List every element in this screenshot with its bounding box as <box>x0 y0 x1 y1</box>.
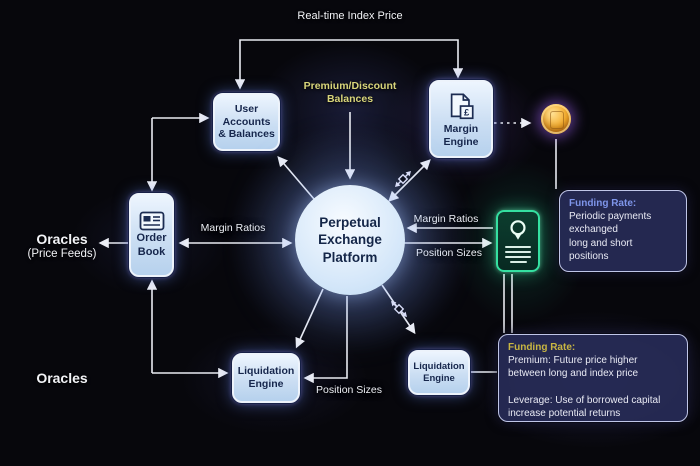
ticket-text-bars <box>505 245 531 264</box>
location-pin-ticket-icon <box>496 210 540 272</box>
label-margin-ratios-right: Margin Ratios <box>413 213 479 225</box>
info-funding-rate-mid: Funding Rate: Periodic payments exchange… <box>559 190 687 272</box>
location-pin-icon <box>510 219 526 240</box>
svg-text:£: £ <box>464 108 470 118</box>
liquidation-engine-right-label: Liquidation Engine <box>413 360 465 384</box>
edge-center-margin-engine-down <box>388 181 409 202</box>
node-perpetual-exchange-platform: Perpetual Exchange Platform <box>295 185 405 295</box>
oracles-bottom-title: Oracles <box>36 370 88 386</box>
edge-center-margin-engine-up <box>407 159 431 183</box>
swap-arrows-icon <box>395 171 411 187</box>
label-position-sizes-bottom: Position Sizes <box>316 384 382 396</box>
label-oracles-bottom: Oracles <box>10 370 114 386</box>
label-real-time-index-price: Real-time Index Price <box>297 10 403 22</box>
node-order-book: Order Book <box>129 193 174 277</box>
info-funding-rate-bottom: Funding Rate: Premium: Future price high… <box>498 334 688 422</box>
node-liquidation-engine-left: Liquidation Engine <box>232 353 300 403</box>
gold-coin-icon <box>541 104 571 134</box>
funding-rate-bottom-body: Premium: Future price higher between lon… <box>508 355 661 419</box>
funding-rate-mid-body: Periodic payments exchanged long and sho… <box>569 211 652 262</box>
liquidation-engine-left-label: Liquidation Engine <box>237 365 295 390</box>
node-margin-engine: £ Margin Engine <box>429 80 493 158</box>
edge-center-to-user-accounts <box>277 156 315 200</box>
label-oracles-price-feeds: Oracles (Price Feeds) <box>10 231 114 260</box>
document-currency-icon: £ <box>450 93 474 120</box>
oracles-subtitle: (Price Feeds) <box>27 248 97 260</box>
edge-center-to-liquidation-left-diag <box>295 288 324 349</box>
label-premium-discount-balances: Premium/Discount Balances <box>303 80 397 106</box>
center-label: Perpetual Exchange Platform <box>318 215 382 265</box>
newspaper-icon <box>139 211 164 231</box>
order-book-label: Order Book <box>136 232 167 258</box>
funding-rate-bottom-title: Funding Rate: <box>508 342 576 353</box>
edge-index-to-margin-engine <box>350 39 464 79</box>
swap-arrows-icon <box>391 301 407 317</box>
edge-center-to-liquidation-left-elbow <box>303 296 348 384</box>
label-position-sizes-right: Position Sizes <box>416 247 482 259</box>
edge-index-to-user-accounts <box>234 39 350 90</box>
node-liquidation-engine-right: Liquidation Engine <box>408 350 470 395</box>
funding-rate-mid-title: Funding Rate: <box>569 198 637 209</box>
user-accounts-label: User Accounts & Balances <box>218 102 275 141</box>
label-margin-ratios-left: Margin Ratios <box>200 222 266 234</box>
node-user-accounts: User Accounts & Balances <box>213 93 280 151</box>
oracles-title: Oracles <box>36 231 88 247</box>
margin-engine-label: Margin Engine <box>443 123 479 148</box>
